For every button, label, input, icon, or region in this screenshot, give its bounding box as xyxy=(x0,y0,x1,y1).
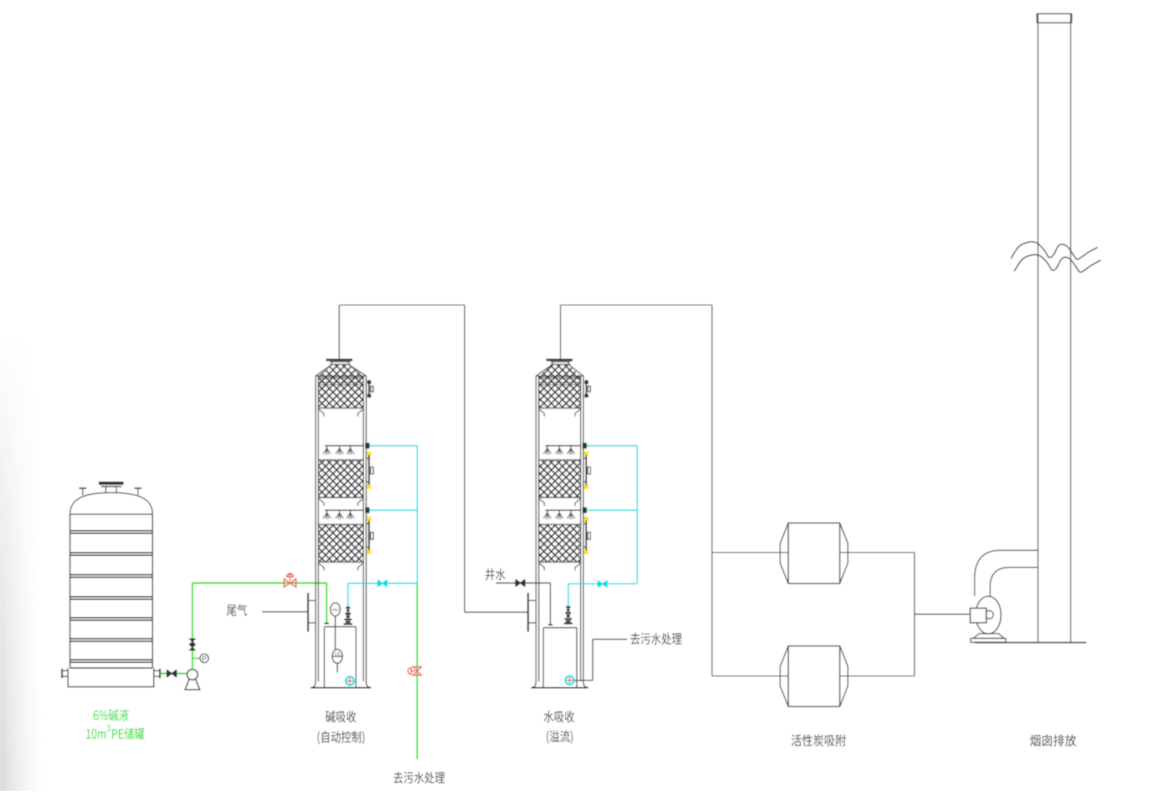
svg-text:PH: PH xyxy=(332,608,338,613)
svg-text:LS: LS xyxy=(335,651,340,656)
svg-text:P: P xyxy=(202,656,207,663)
